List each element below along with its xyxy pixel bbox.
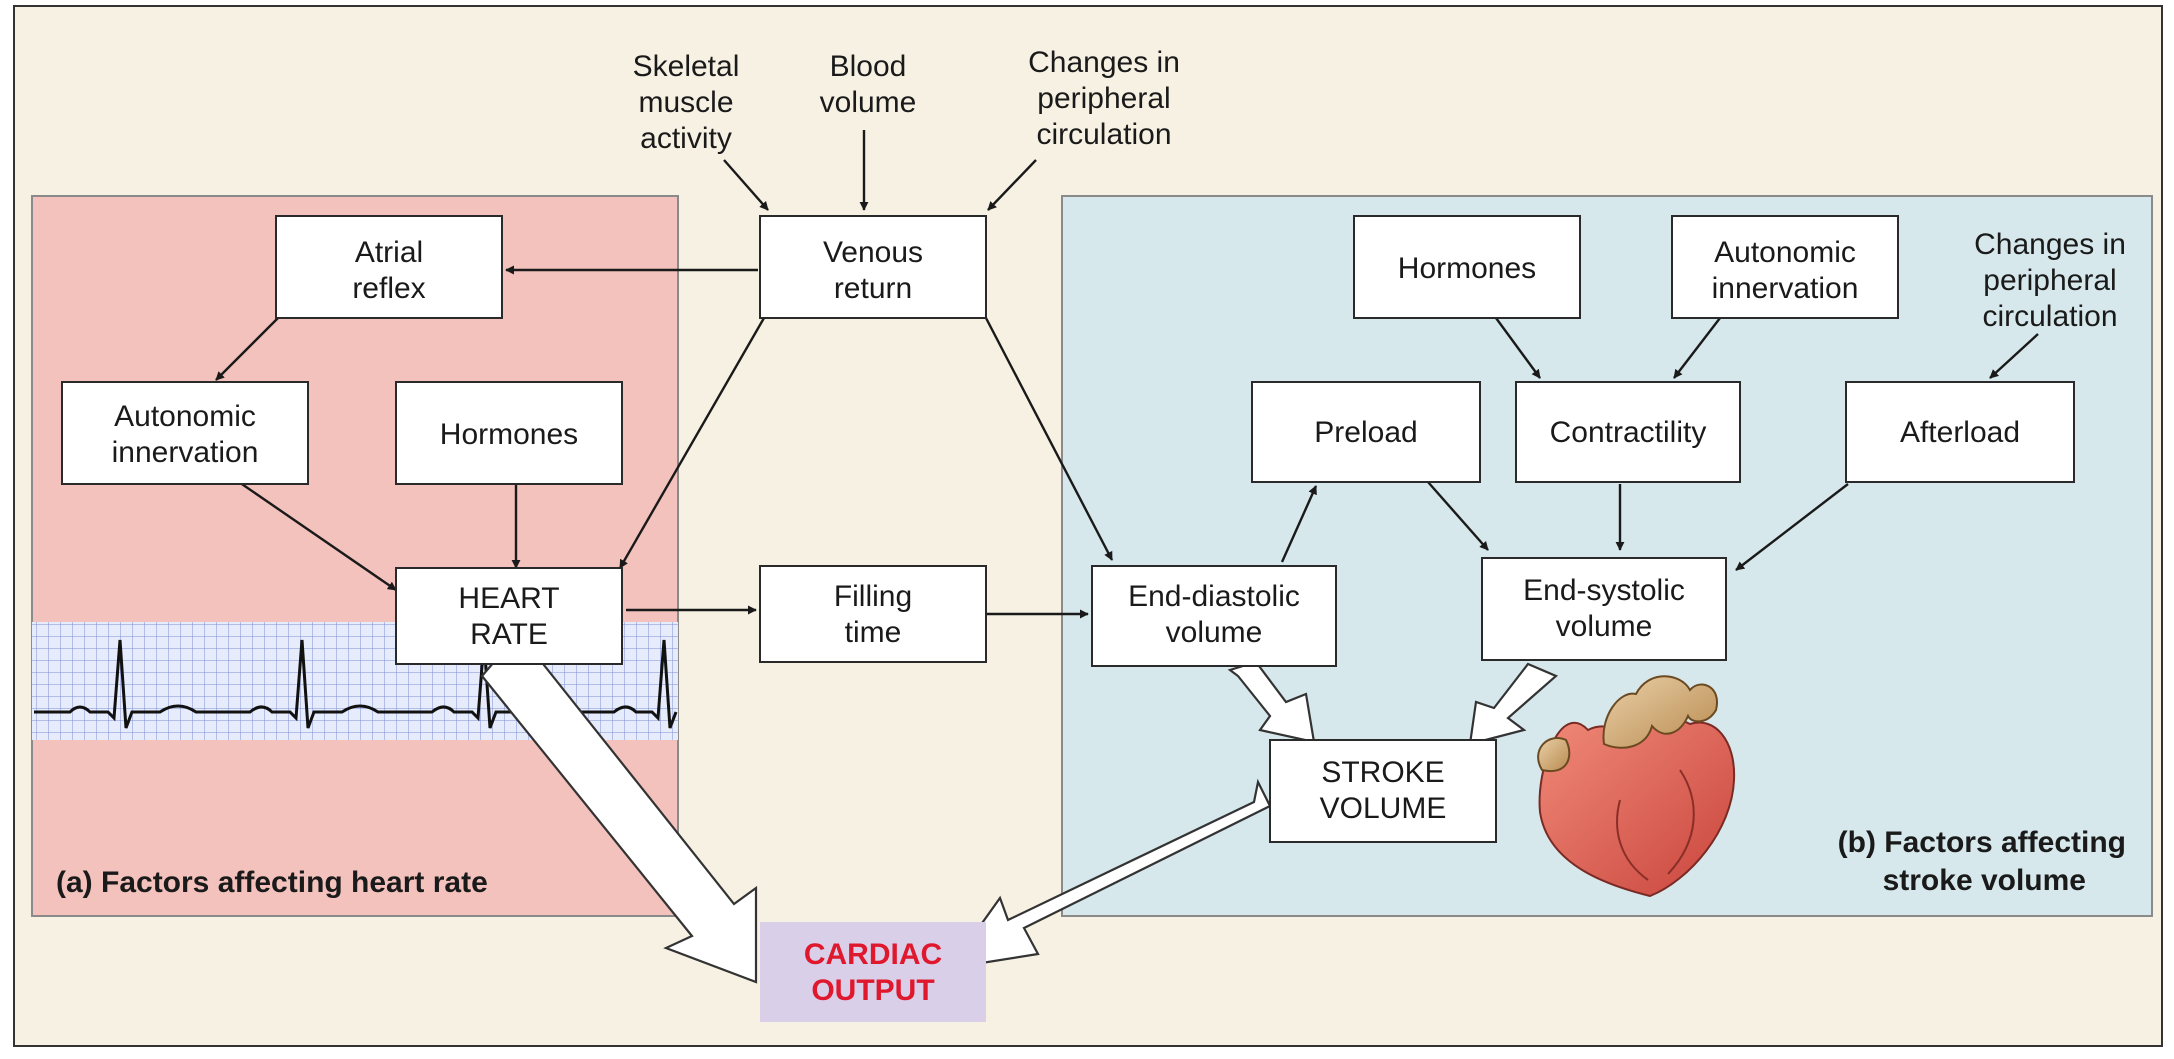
heart-rate-line-1: HEART xyxy=(458,582,559,615)
esv-line-1: End-systolic xyxy=(1523,574,1685,607)
skeletal-line-3: activity xyxy=(640,122,732,155)
box-end-diastolic-volume: End-diastolic volume xyxy=(1092,566,1336,666)
autonomic-left-line-2: innervation xyxy=(112,436,259,469)
esv-line-2: volume xyxy=(1556,610,1653,643)
input-peripheral-circulation-right: Changes in peripheral circulation xyxy=(1974,228,2126,333)
peripheral-right-line-1: Changes in xyxy=(1974,228,2126,261)
box-preload: Preload xyxy=(1252,382,1480,482)
skeletal-line-1: Skeletal xyxy=(633,50,740,83)
filling-line-2: time xyxy=(845,616,902,649)
box-end-systolic-volume: End-systolic volume xyxy=(1482,558,1726,660)
afterload-label: Afterload xyxy=(1900,416,2020,449)
filling-line-1: Filling xyxy=(834,580,912,613)
autonomic-right-line-2: innervation xyxy=(1712,272,1859,305)
box-autonomic-innervation-left: Autonomic innervation xyxy=(62,382,308,484)
peripheral-right-line-2: peripheral xyxy=(1983,264,2116,297)
edv-line-1: End-diastolic xyxy=(1128,580,1300,613)
edv-line-2: volume xyxy=(1166,616,1263,649)
box-heart-rate: HEART RATE xyxy=(396,568,622,664)
stroke-volume-line-1: STROKE xyxy=(1321,756,1444,789)
atrial-line-2: reflex xyxy=(352,272,425,305)
autonomic-left-line-1: Autonomic xyxy=(114,400,256,433)
box-hormones-left: Hormones xyxy=(396,382,622,484)
box-autonomic-innervation-right: Autonomic innervation xyxy=(1672,216,1898,318)
contractility-label: Contractility xyxy=(1550,416,1707,449)
input-skeletal-muscle: Skeletal muscle activity xyxy=(633,50,740,155)
box-hormones-right: Hormones xyxy=(1354,216,1580,318)
caption-panel-b-line-1: (b) Factors affecting xyxy=(1838,826,2126,859)
venous-line-2: return xyxy=(834,272,912,305)
peripheral-right-line-3: circulation xyxy=(1982,300,2117,333)
cardiac-output-line-2: OUTPUT xyxy=(811,974,934,1007)
hormones-left-label: Hormones xyxy=(440,418,578,451)
blood-line-1: Blood xyxy=(830,50,907,83)
heart-rate-line-2: RATE xyxy=(470,618,548,651)
cardiac-output-line-1: CARDIAC xyxy=(804,938,942,971)
autonomic-right-line-1: Autonomic xyxy=(1714,236,1856,269)
preload-label: Preload xyxy=(1314,416,1417,449)
box-contractility: Contractility xyxy=(1516,382,1740,482)
peripheral-top-line-3: circulation xyxy=(1036,118,1171,151)
caption-panel-a: (a) Factors affecting heart rate xyxy=(56,866,488,899)
hormones-right-label: Hormones xyxy=(1398,252,1536,285)
venous-line-1: Venous xyxy=(823,236,923,269)
atrial-line-1: Atrial xyxy=(355,236,423,269)
box-cardiac-output: CARDIAC OUTPUT xyxy=(760,922,986,1022)
box-afterload: Afterload xyxy=(1846,382,2074,482)
peripheral-top-line-1: Changes in xyxy=(1028,46,1180,79)
input-peripheral-circulation-top: Changes in peripheral circulation xyxy=(1028,46,1180,151)
caption-panel-b-line-2: stroke volume xyxy=(1883,864,2086,897)
stroke-volume-line-2: VOLUME xyxy=(1320,792,1447,825)
box-stroke-volume: STROKE VOLUME xyxy=(1270,740,1496,842)
blood-line-2: volume xyxy=(820,86,917,119)
box-venous-return: Venous return xyxy=(760,216,986,318)
peripheral-top-line-2: peripheral xyxy=(1037,82,1170,115)
box-filling-time: Filling time xyxy=(760,566,986,662)
skeletal-line-2: muscle xyxy=(638,86,733,119)
box-atrial-reflex: Atrial reflex xyxy=(276,216,502,318)
